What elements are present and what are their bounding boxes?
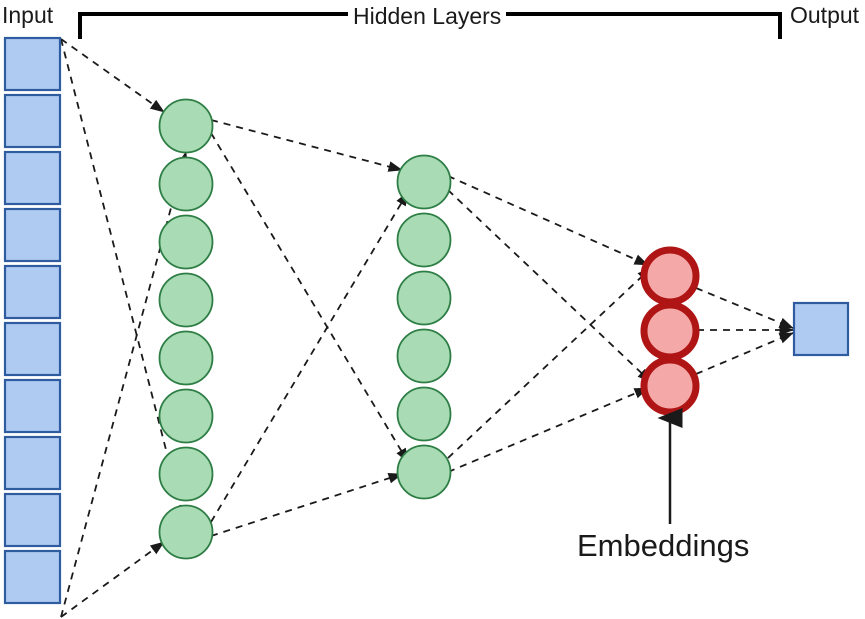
connection-edge — [447, 175, 649, 266]
hidden-layer-1-node — [158, 272, 214, 328]
hidden-layer-1-node — [158, 156, 214, 212]
hidden-layer-1-node — [158, 214, 214, 270]
output-label: Output — [790, 2, 860, 28]
input-label: Input — [2, 2, 54, 28]
input-layer-node — [3, 549, 62, 605]
connection-edge — [210, 132, 409, 463]
input-layer-node — [3, 435, 62, 491]
embedding-layer-node — [640, 246, 700, 306]
hidden-layer-2-node — [396, 444, 452, 500]
hidden-layer-1-node — [158, 446, 214, 502]
connection-edge — [210, 473, 403, 537]
hidden-layer-2-node — [396, 154, 452, 210]
connection-edge — [60, 541, 165, 618]
input-layer-node — [3, 264, 62, 320]
hidden-layer-2-node — [396, 328, 452, 384]
connection-edge — [695, 332, 794, 375]
input-layer-node — [3, 207, 62, 263]
hidden-layer-1-node — [158, 504, 214, 560]
input-layer-node — [3, 93, 62, 149]
connection-edge — [60, 38, 165, 113]
embedding-layer-node — [640, 301, 700, 361]
connection-edge — [695, 287, 794, 329]
hidden-layers-label: Hidden Layers — [348, 2, 507, 30]
connection-edge — [60, 151, 188, 618]
hidden-layer-1-node — [158, 388, 214, 444]
connection-edge — [210, 119, 403, 172]
input-layer-node — [3, 36, 62, 92]
connection-edge — [447, 189, 652, 383]
input-layer-node — [3, 378, 62, 434]
connection-edge — [447, 387, 649, 473]
hidden-layer-2-node — [396, 212, 452, 268]
input-layer-node — [3, 321, 62, 377]
hidden-layer-1-node — [158, 98, 214, 154]
hidden-layer-2-node — [396, 386, 452, 442]
connection-edges — [60, 38, 794, 618]
output-layer-node — [792, 301, 850, 357]
embeddings-label: Embeddings — [577, 528, 750, 563]
hidden-layer-1-node — [158, 330, 214, 386]
connection-edge — [210, 191, 409, 523]
connection-edge — [60, 38, 188, 529]
input-layer-node — [3, 150, 62, 206]
hidden-layer-2-node — [396, 270, 452, 326]
embedding-layer-node — [640, 356, 700, 416]
layer-nodes — [3, 36, 850, 605]
input-layer-node — [3, 492, 62, 548]
